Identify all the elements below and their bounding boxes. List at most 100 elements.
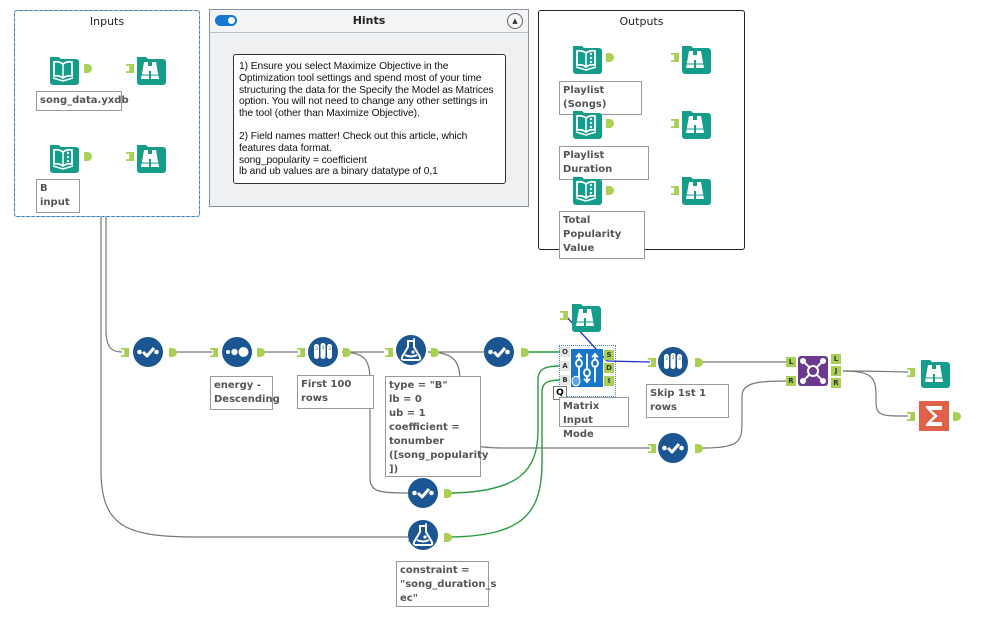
optimization-tool[interactable]: O A B S D I — [559, 345, 616, 397]
opt-output-port-s[interactable]: S — [604, 350, 614, 360]
sort-tool[interactable] — [221, 336, 251, 366]
opt-output-port-i[interactable]: I — [604, 376, 614, 386]
wire-join-summarize — [842, 370, 909, 417]
input-anchor[interactable] — [648, 358, 656, 367]
input-data-tool-song[interactable] — [47, 53, 77, 83]
browse-tool-out-1[interactable] — [679, 42, 709, 72]
input-anchor[interactable] — [671, 119, 679, 128]
book-open-icon — [47, 53, 79, 85]
outputs-container-title: Outputs — [619, 15, 664, 28]
join-tool[interactable] — [797, 355, 827, 385]
output-anchor[interactable] — [521, 348, 529, 357]
output-data-tool-popularity[interactable] — [570, 173, 600, 203]
output-anchor[interactable] — [84, 152, 92, 161]
join-network-icon — [797, 355, 829, 387]
join-output-port-j[interactable]: J — [831, 366, 841, 376]
output-data-tool-songs[interactable] — [570, 42, 600, 72]
tool-annotation: Playlist (Songs) — [559, 81, 642, 115]
browse-tool-2[interactable] — [134, 141, 164, 171]
input-anchor[interactable] — [907, 368, 915, 377]
input-anchor[interactable] — [648, 444, 656, 453]
hints-header: Hints ▲ — [210, 10, 528, 33]
output-anchor[interactable] — [343, 348, 351, 357]
wire-opt-s-skip — [606, 360, 651, 363]
wire-constraint-opt-b — [445, 379, 563, 538]
output-anchor[interactable] — [695, 444, 703, 453]
output-anchor[interactable] — [169, 348, 177, 357]
select-tool-1[interactable] — [132, 336, 162, 366]
collapse-chevron-icon[interactable]: ▲ — [507, 13, 523, 29]
output-anchor[interactable] — [695, 358, 703, 367]
binoculars-icon — [918, 356, 950, 388]
select-check-icon — [657, 432, 689, 464]
output-anchor[interactable] — [606, 53, 614, 62]
formula-tool-constraint[interactable] — [407, 519, 437, 549]
input-anchor[interactable] — [671, 53, 679, 62]
input-data-tool-b[interactable] — [47, 141, 77, 171]
output-anchor[interactable] — [257, 348, 265, 357]
book-dotted-icon — [570, 42, 602, 74]
browse-tool-opt[interactable] — [569, 300, 599, 330]
select-check-icon — [407, 477, 439, 509]
output-anchor[interactable] — [606, 186, 614, 195]
tool-annotation: Matrix Input Mode — [559, 397, 629, 440]
join-input-port-r[interactable]: R — [786, 376, 796, 386]
hint-line-2b: song_popularity = coefficient — [239, 154, 367, 166]
output-data-tool-duration[interactable] — [570, 107, 600, 137]
output-anchor[interactable] — [444, 533, 452, 542]
select-tool-4[interactable] — [657, 432, 687, 462]
input-anchor[interactable] — [121, 348, 129, 357]
opt-input-port-o[interactable]: O — [560, 347, 570, 357]
select-tool-3[interactable] — [483, 336, 513, 366]
formula-tool-b[interactable] — [395, 334, 425, 364]
output-anchor[interactable] — [431, 348, 439, 357]
tool-annotation: Total Popularity Value — [559, 211, 645, 259]
output-anchor[interactable] — [444, 489, 452, 498]
input-anchor[interactable] — [126, 64, 134, 73]
binoculars-icon — [134, 53, 166, 85]
browse-tool-out-2[interactable] — [679, 107, 709, 137]
hint-line-2a: 2) Field names matter! Check out this ar… — [239, 130, 468, 154]
tool-annotation: constraint = "song_duration_s ec" — [396, 561, 496, 607]
summarize-tool[interactable] — [918, 400, 948, 430]
optimization-sliders-icon — [571, 349, 603, 387]
sort-dots-icon — [221, 336, 253, 368]
opt-output-port-d[interactable]: D — [604, 363, 614, 373]
join-output-port-r[interactable]: R — [831, 378, 841, 388]
tool-annotation: Skip 1st 1 rows — [646, 384, 729, 418]
input-anchor[interactable] — [907, 412, 915, 421]
tool-annotation: type = "B" lb = 0 ub = 1 coefficient = t… — [385, 376, 488, 477]
binoculars-icon — [679, 173, 711, 205]
input-anchor[interactable] — [126, 152, 134, 161]
hints-toggle-switch[interactable] — [215, 15, 237, 26]
output-anchor[interactable] — [606, 119, 614, 128]
join-input-port-l[interactable]: L — [786, 357, 796, 367]
input-anchor[interactable] — [210, 348, 218, 357]
tool-annotation: First 100 rows — [297, 375, 374, 409]
join-output-port-l[interactable]: L — [831, 354, 841, 364]
hints-comment-box[interactable]: 1) Ensure you select Maximize Objective … — [233, 54, 506, 184]
sample-tool-skip[interactable] — [657, 346, 687, 376]
opt-input-port-b[interactable]: B — [560, 375, 570, 385]
book-dotted-icon — [570, 173, 602, 205]
select-check-icon — [132, 336, 164, 368]
input-anchor[interactable] — [297, 348, 305, 357]
sample-tubes-icon — [307, 336, 339, 368]
input-anchor[interactable] — [385, 348, 393, 357]
browse-tool-join[interactable] — [918, 356, 948, 386]
select-tool-2[interactable] — [407, 477, 437, 507]
hints-container[interactable]: Hints ▲ 1) Ensure you select Maximize Ob… — [209, 9, 529, 207]
output-anchor[interactable] — [953, 412, 961, 421]
input-anchor[interactable] — [671, 186, 679, 195]
tool-annotation: B input — [36, 179, 80, 213]
browse-tool-1[interactable] — [134, 53, 164, 83]
tool-annotation: Playlist Duration — [559, 146, 649, 180]
browse-tool-out-3[interactable] — [679, 173, 709, 203]
output-anchor[interactable] — [84, 64, 92, 73]
input-anchor[interactable] — [560, 311, 568, 320]
opt-input-port-a[interactable]: A — [560, 361, 570, 371]
formula-flask-icon — [395, 334, 427, 366]
book-dotted-icon — [570, 107, 602, 139]
sample-tool-first[interactable] — [307, 336, 337, 366]
inputs-container-title: Inputs — [89, 15, 125, 28]
